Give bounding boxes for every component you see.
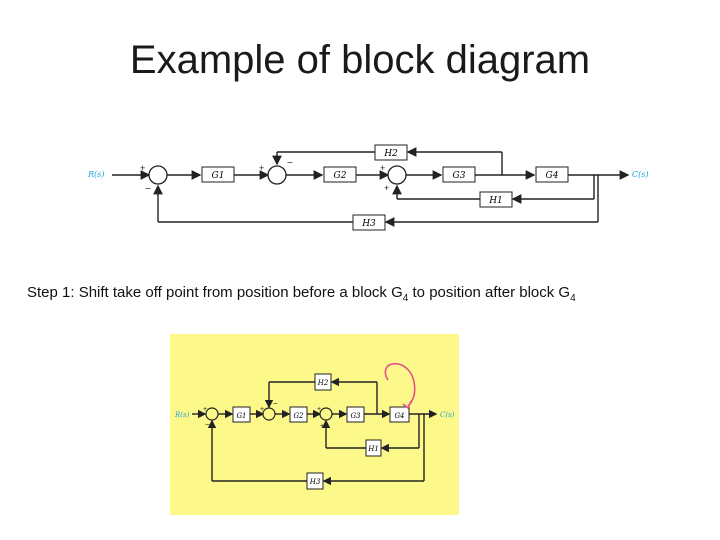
block-g2-label: G2 — [334, 171, 347, 181]
block-g2b: G2 — [289, 406, 308, 423]
block-g3b: G3 — [346, 406, 365, 423]
block-h2: H2 — [374, 144, 408, 161]
output-signal-label: C(s) — [632, 170, 648, 179]
output-signal-label-2: C(s) — [440, 411, 455, 419]
summing-junction-2b — [262, 407, 276, 421]
input-signal-label-2: R(s) — [174, 411, 190, 419]
block-h3: H3 — [352, 214, 386, 231]
original-block-diagram: R(s) C(s) G1 G2 G3 G4 H2 H1 — [87, 144, 648, 231]
block-g4b: G4 — [389, 406, 410, 423]
summing-junction-1 — [148, 165, 168, 185]
sign-s1-input: + — [140, 163, 145, 173]
sign-s1-feedback: − — [145, 184, 151, 195]
block-h1b: H1 — [365, 439, 382, 457]
block-h3b: H3 — [306, 472, 324, 490]
block-g1b: G1 — [232, 406, 251, 423]
block-h1: H1 — [479, 191, 513, 208]
block-h2b: H2 — [314, 373, 332, 391]
step-text-sub2: 4 — [570, 293, 576, 304]
block-g1: G1 — [201, 166, 235, 183]
slide-title: Example of block diagram — [129, 38, 591, 82]
block-g3: G3 — [442, 166, 476, 183]
block-h2-label: H2 — [383, 149, 398, 159]
step-description: Step 1: Shift take off point from positi… — [27, 284, 576, 304]
sign-s2-feedback: − — [287, 158, 293, 169]
block-g4-label: G4 — [546, 171, 559, 181]
step-text-part2: to position after block G — [408, 284, 571, 301]
input-signal-label: R(s) — [87, 170, 104, 179]
block-g1-label: G1 — [212, 171, 225, 181]
summing-junction-1b — [205, 407, 219, 421]
block-h1-label: H1 — [488, 196, 503, 206]
block-g3b-label: G3 — [350, 412, 361, 420]
block-h2b-label: H2 — [317, 379, 329, 387]
block-g2b-label: G2 — [293, 412, 304, 420]
modified-block-diagram: R(s) C(s) G1 G2 G3 G4 H2 H1 — [170, 334, 459, 515]
sign-s2-input: + — [259, 163, 264, 173]
block-h3-label: H3 — [361, 219, 376, 229]
summing-junction-3b — [319, 407, 333, 421]
sign-s1b-feedback: − — [205, 420, 210, 429]
summing-junction-3 — [387, 165, 407, 185]
shift-annotation-arrow — [384, 362, 416, 410]
block-g1b-label: G1 — [236, 412, 246, 420]
block-g2: G2 — [323, 166, 357, 183]
sign-s3b-feedback: + — [320, 423, 324, 430]
block-g4: G4 — [535, 166, 569, 183]
block-h3b-label: H3 — [309, 478, 321, 486]
sign-s2b-input: + — [260, 406, 264, 413]
step-text-sub1: 4 — [402, 293, 409, 304]
summing-junction-2 — [267, 165, 287, 185]
step-text-part1: Step 1: Shift take off point from positi… — [27, 284, 403, 301]
sign-s3-input: + — [380, 163, 385, 173]
sign-s1b-input: + — [203, 406, 207, 413]
sign-s2b-feedback: − — [273, 399, 278, 408]
block-h1b-label: H1 — [367, 445, 379, 453]
sign-s3b-input: + — [317, 406, 321, 413]
block-g3-label: G3 — [453, 171, 466, 181]
block-g4b-label: G4 — [394, 412, 404, 420]
sign-s3-feedback: + — [384, 183, 389, 193]
